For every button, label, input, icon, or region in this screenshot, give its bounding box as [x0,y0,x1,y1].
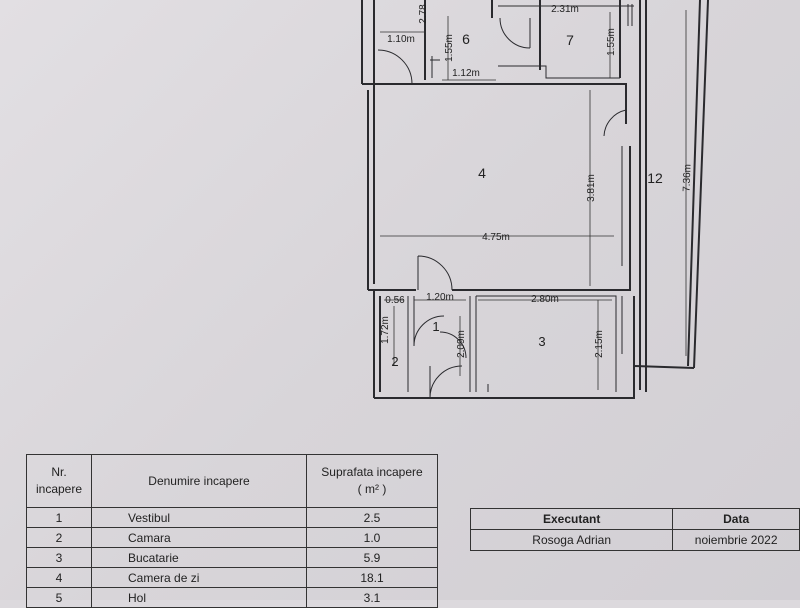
window-top-right [627,4,633,26]
right-column-inner-wall [639,0,647,392]
upper-bottom-wall [430,83,627,110]
rooms-table: Nr. incapere Denumire incapere Suprafata… [26,454,438,608]
executor-table: Executant Data Rosoga Adrian noiembrie 2… [469,508,800,551]
table-row: 4 Camera de zi 18.1 [26,567,438,588]
table-row: 5 Hol 3.1 [26,587,438,608]
date-header: Data [672,508,800,530]
header-area-label: Suprafata incapere [321,465,423,479]
row-area: 18.1 [306,567,438,588]
row-area: 5.9 [306,547,438,568]
room4-window [621,146,631,266]
table-row: 2 Camara 1.0 [26,527,438,548]
dim-7-36: 7.36m [682,164,694,192]
dim-1-12: 1.12m [452,68,480,79]
executor-value-row: Rosoga Adrian noiembrie 2022 [469,529,800,551]
room-number-7: 7 [566,32,574,48]
dim-3-81: 3.81m [586,174,597,202]
row-name: Bucatarie [91,547,307,568]
right-column-outer-wall [687,0,709,369]
row-area: 3.1 [306,587,438,608]
table-row: 3 Bucatarie 5.9 [26,547,438,568]
room3-window [615,296,623,354]
dim-2-15: 2.15m [594,330,605,358]
room-number-2: 2 [391,354,398,369]
header-nr: Nr. incapere [26,454,92,508]
table-row: 1 Vestibul 2.5 [26,507,438,528]
executor-date: noiembrie 2022 [672,529,800,551]
dim-2-78: 2.78 [418,4,429,24]
room-number-4: 4 [478,165,486,181]
dim-1-55-room7: 1.55m [606,28,617,56]
row-name: Camera de zi [91,567,307,588]
dimension-lines [380,5,687,390]
row-nr: 2 [26,527,92,548]
row-area: 1.0 [306,527,438,548]
header-name: Denumire incapere [91,454,307,508]
executor-header-row: Executant Data [469,508,800,530]
door-arc-room4-bottom [417,255,453,291]
dim-4-75: 4.75m [482,232,510,243]
executor-header: Executant [469,508,674,530]
room4-bottom-wall [368,146,631,291]
dim-1-10: 1.10m [387,34,415,45]
door-arcs-vestibul [413,315,467,359]
room-number-12: 12 [647,170,663,186]
row-area: 2.5 [306,507,438,528]
row-nr: 5 [26,587,92,608]
row-name: Vestibul [91,507,307,528]
dim-2-31: 2.31m [551,4,579,15]
right-column-bottom [633,365,695,369]
row-nr: 3 [26,547,92,568]
room-number-6: 6 [462,31,470,47]
dim-1-72: 1.72m [380,316,391,344]
header-area-unit: ( m² ) [357,482,387,496]
row-nr: 4 [26,567,92,588]
room-number-1: 1 [432,319,439,334]
door-arc-room6 [499,17,531,49]
header-area: Suprafata incapere ( m² ) [306,454,438,508]
upper-partitions [424,0,621,80]
door-arc-upper-left [377,49,413,85]
row-nr: 1 [26,507,92,528]
executor-name: Rosoga Adrian [469,529,674,551]
dim-2-80: 2.80m [531,294,559,305]
row-name: Camara [91,527,307,548]
door-arc-entrance [429,365,463,399]
room6-inner [430,56,440,78]
dim-0-56: 0.56 [385,295,405,306]
dim-2-09: 2.09m [456,330,467,358]
rooms-table-header: Nr. incapere Denumire incapere Suprafata… [26,454,438,508]
room4-left-wall [367,84,375,290]
door-arc-room4 [603,109,627,137]
room-number-3: 3 [538,334,545,349]
lower-partitions [407,296,477,392]
row-name: Hol [91,587,307,608]
dim-1-20: 1.20m [426,292,454,303]
dim-1-55-room6: 1.55m [444,34,455,62]
lower-outer-wall [373,290,635,399]
